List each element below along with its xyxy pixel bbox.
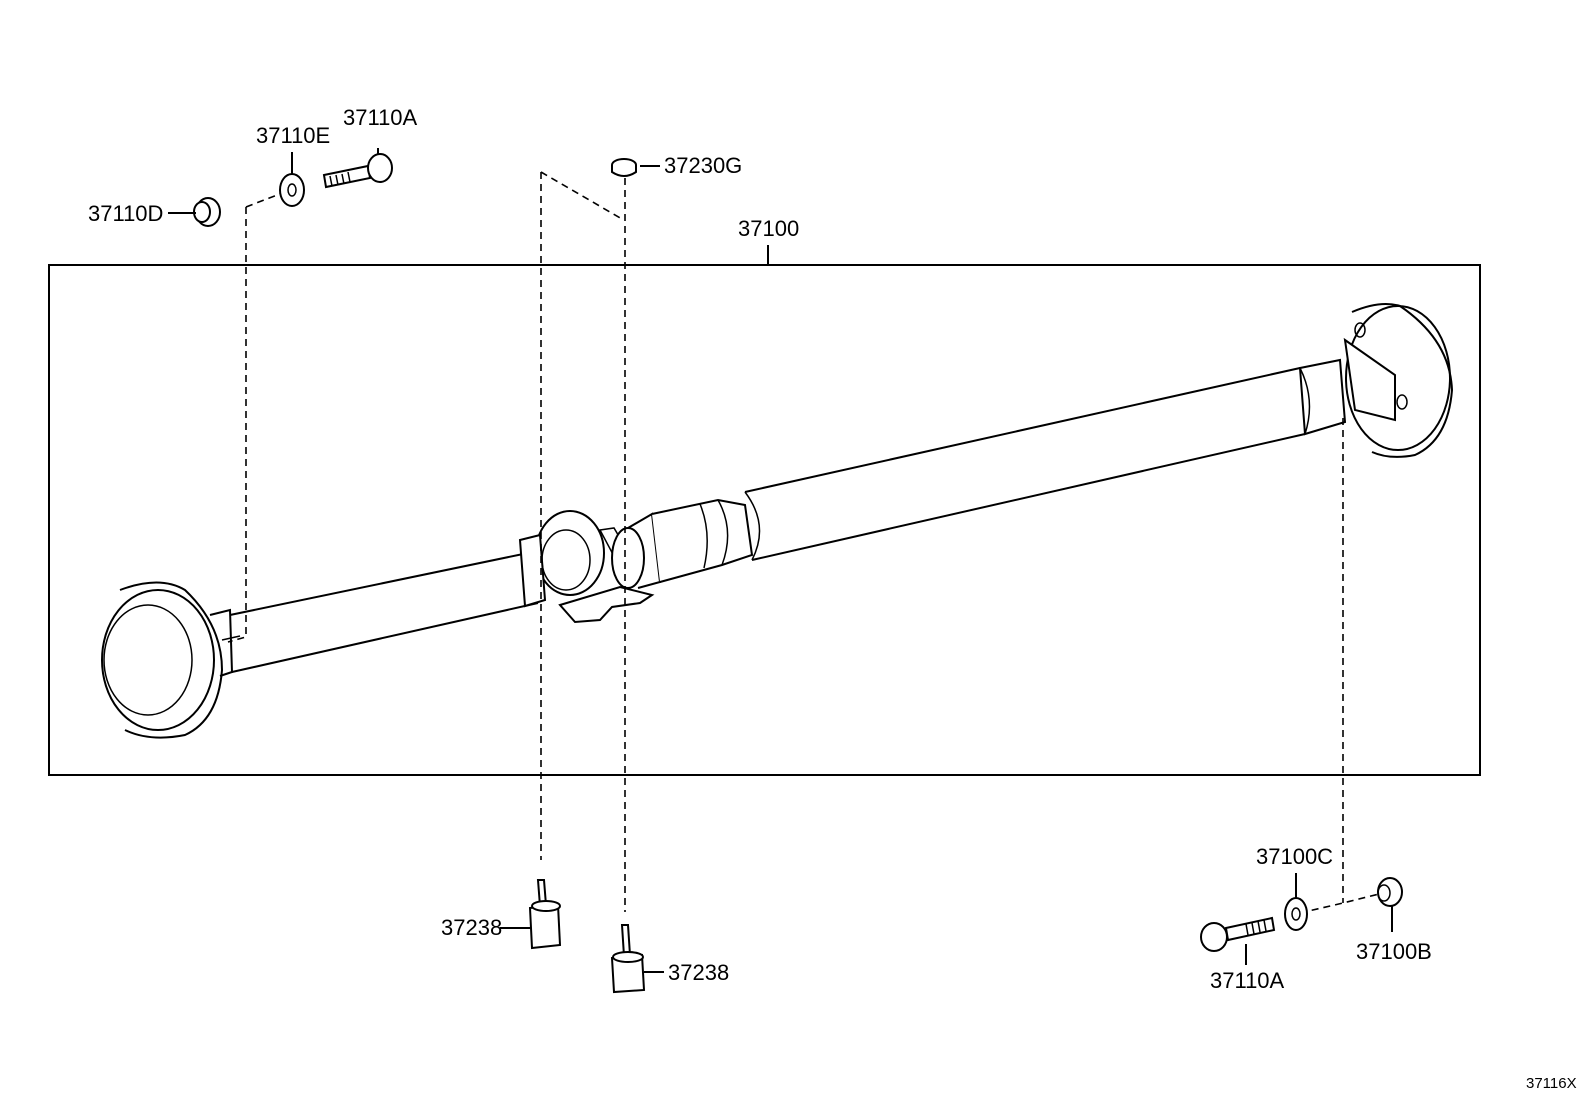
diagram-code: 37116X [1526, 1075, 1577, 1092]
label-37100b[interactable]: 37100B [1356, 939, 1432, 964]
guide-lines [227, 171, 1384, 914]
nut-37100b[interactable] [1377, 877, 1403, 932]
label-37238-right[interactable]: 37238 [668, 960, 729, 985]
propeller-shaft[interactable] [101, 303, 1454, 739]
stud-37238-right[interactable] [610, 924, 664, 994]
spacer-37230g[interactable] [611, 158, 660, 177]
washer-37100c[interactable] [1284, 873, 1308, 931]
washer-37110e[interactable] [279, 152, 305, 207]
label-37100c[interactable]: 37100C [1256, 844, 1333, 869]
bolt-37110a-top[interactable] [322, 148, 393, 189]
label-37100[interactable]: 37100 [738, 216, 799, 241]
assembly-frame [48, 264, 1481, 776]
label-37110a-bottom[interactable]: 37110A [1210, 968, 1285, 993]
stud-37238-left[interactable] [500, 879, 562, 950]
label-37110a-top[interactable]: 37110A [343, 105, 418, 130]
nut-37110d[interactable] [168, 197, 221, 227]
label-37238-left[interactable]: 37238 [441, 915, 502, 940]
label-37110d[interactable]: 37110D [88, 201, 163, 226]
label-37230g[interactable]: 37230G [664, 153, 742, 178]
bolt-37110a-bottom[interactable] [1200, 916, 1276, 965]
label-37110e[interactable]: 37110E [256, 123, 330, 148]
